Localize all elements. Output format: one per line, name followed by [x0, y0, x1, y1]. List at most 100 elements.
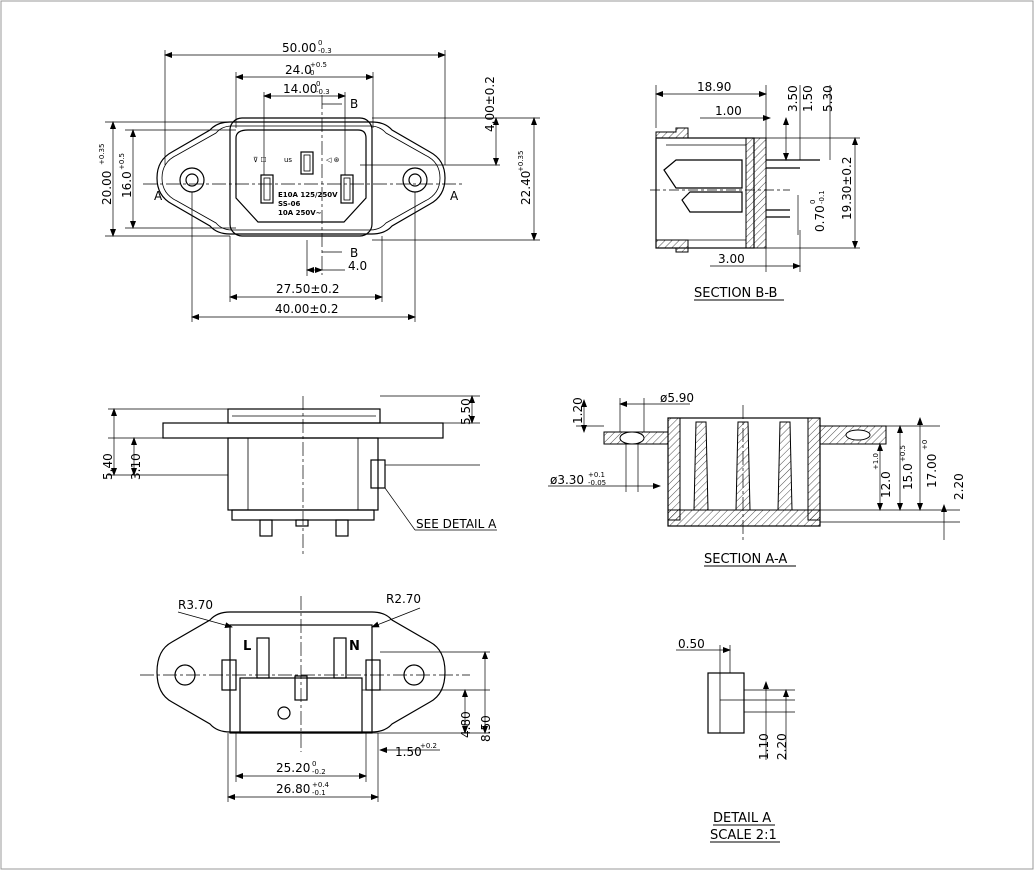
svg-text:+0.2: +0.2: [420, 742, 437, 750]
svg-text:-0.3: -0.3: [318, 47, 332, 55]
bb-dim-height: 19.30±0.2: [840, 157, 854, 221]
svg-text:0: 0: [318, 39, 322, 47]
bottom-dim-r270: R2.70: [386, 592, 421, 606]
aa-dim-220: 2.20: [952, 473, 966, 500]
svg-text:us: us: [284, 156, 292, 164]
svg-text:+0.5: +0.5: [899, 445, 907, 462]
pin-n-label: N: [349, 639, 360, 654]
side-latch: [370, 459, 386, 489]
side-dim-550: 5.50: [459, 398, 473, 425]
bb-dim-pin-thickness: 0.70: [813, 205, 827, 232]
aa-dim-120: 1.20: [571, 397, 585, 424]
section-a-right: A: [450, 189, 459, 203]
top-view: ⊽ ☐ us ◁ ⊛ E10A 125/250V SS-06 10A 250V~…: [98, 39, 540, 322]
bb-dim-350: 3.50: [786, 85, 800, 112]
bottom-dim-2520: 25.20: [276, 761, 310, 775]
pin-right: [340, 174, 354, 204]
bottom-dim-r370: R3.70: [178, 598, 213, 612]
side-top: [227, 408, 381, 424]
detail-a-title: DETAIL A: [713, 811, 771, 826]
bb-dim-530: 5.30: [821, 85, 835, 112]
bb-dim-depth: 18.90: [697, 80, 731, 94]
svg-text:+0.35: +0.35: [517, 151, 525, 172]
section-a-left: A: [154, 189, 163, 203]
svg-text:+0: +0: [921, 440, 929, 450]
dim-inner-width: 14.00: [283, 82, 317, 96]
svg-text:-0.3: -0.3: [316, 88, 330, 96]
marking-line2: SS-06: [278, 200, 301, 208]
side-detail-callout: SEE DETAIL A: [416, 517, 497, 531]
detail-dim-220: 2.20: [775, 733, 789, 760]
svg-text:0: 0: [809, 200, 817, 204]
pin-l-label: L: [243, 639, 251, 654]
detail-a-view: 0.50 1.10 2.20 DETAIL A SCALE 2:1: [676, 637, 795, 843]
dim-hole-spacing: 40.00±0.2: [275, 302, 339, 316]
aa-dim-1700: 17.00: [925, 454, 939, 488]
svg-text:+0.1: +0.1: [588, 471, 605, 479]
dim-left-inner-height: 16.0: [120, 171, 134, 198]
detail-dim-110: 1.10: [757, 733, 771, 760]
earth-symbol: [277, 706, 291, 720]
svg-text:0: 0: [316, 80, 320, 88]
dim-overall-width: 50.00: [282, 41, 316, 55]
bb-body: [655, 137, 755, 249]
aa-dim-120b: 12.0: [879, 471, 893, 498]
bottom-view: L N R3.70 R2.70 4.80 8.50 1.50 +0.2 25.2…: [140, 592, 493, 802]
svg-text:0: 0: [312, 760, 316, 768]
pin-earth: [300, 151, 314, 175]
section-aa-view: ø5.90 1.20 ø3.30 +0.1 -0.05 12.0 +1.0 15…: [548, 391, 966, 567]
marking-line1: E10A 125/250V: [278, 191, 338, 199]
svg-text:+0.5: +0.5: [118, 153, 126, 170]
body-outline: [229, 117, 373, 237]
detail-a-scale: SCALE 2:1: [710, 828, 777, 843]
socket-face: [235, 129, 367, 223]
detail-dim-050: 0.50: [678, 637, 705, 651]
bottom-dim-150c: 1.50: [395, 745, 422, 759]
bottom-dim-850: 8.50: [479, 715, 493, 742]
side-dim-310: 3.10: [129, 453, 143, 480]
svg-text:-0.2: -0.2: [312, 768, 326, 776]
aa-dim-hole-dia: ø5.90: [660, 391, 694, 405]
svg-text:-0.05: -0.05: [588, 479, 606, 487]
flange-outline: [156, 121, 446, 235]
mount-hole-left: [179, 167, 205, 193]
bb-contact-lower: [681, 191, 743, 213]
detail-a-block: [707, 672, 745, 734]
svg-text:-0.1: -0.1: [818, 190, 826, 204]
dim-right-offset: 4.00±0.2: [483, 76, 497, 132]
svg-text:+1.0: +1.0: [872, 453, 880, 470]
section-b-bottom: B: [350, 246, 358, 260]
section-bb-view: 18.90 1.00 3.50 1.50 5.30 19.30±0.2 0.70…: [650, 80, 860, 301]
dim-body-width: 24.0: [285, 63, 312, 77]
dim-right-height: 22.40: [519, 171, 533, 205]
section-b-top: B: [350, 97, 358, 111]
svg-text:+0.4: +0.4: [312, 781, 330, 789]
mount-hole-right: [402, 167, 428, 193]
svg-text:+0.35: +0.35: [98, 144, 106, 165]
svg-text:0: 0: [310, 69, 314, 77]
pin-left: [260, 174, 274, 204]
mount-hole-left-inner: [185, 173, 199, 187]
side-dim-540: 5.40: [101, 453, 115, 480]
bb-dim-flange: 1.00: [715, 104, 742, 118]
svg-text:-0.1: -0.1: [312, 789, 326, 797]
marking-line3: 10A 250V~: [278, 209, 322, 217]
aa-dim-150b: 15.0: [901, 463, 915, 490]
svg-text:+0.5: +0.5: [310, 61, 327, 69]
bottom-dim-2680: 26.80: [276, 782, 310, 796]
dim-left-outer-height: 20.00: [100, 171, 114, 205]
svg-text:◁ ⊛: ◁ ⊛: [326, 156, 339, 164]
section-bb-title: SECTION B-B: [694, 286, 777, 301]
dim-body-length: 27.50±0.2: [276, 282, 340, 296]
bb-contact-upper: [663, 159, 743, 189]
mount-hole-right-inner: [408, 173, 422, 187]
side-view: 5.50 5.40 3.10 SEE DETAIL A: [101, 395, 497, 556]
dim-pin-spacing: 4.0: [348, 259, 367, 273]
mark-logo: ⊽ ☐: [253, 156, 267, 164]
bb-dim-pin-offset: 3.00: [718, 252, 745, 266]
aa-dim-small-hole: ø3.30: [550, 473, 584, 487]
section-aa-title: SECTION A-A: [704, 552, 787, 567]
bottom-dim-480: 4.80: [459, 711, 473, 738]
